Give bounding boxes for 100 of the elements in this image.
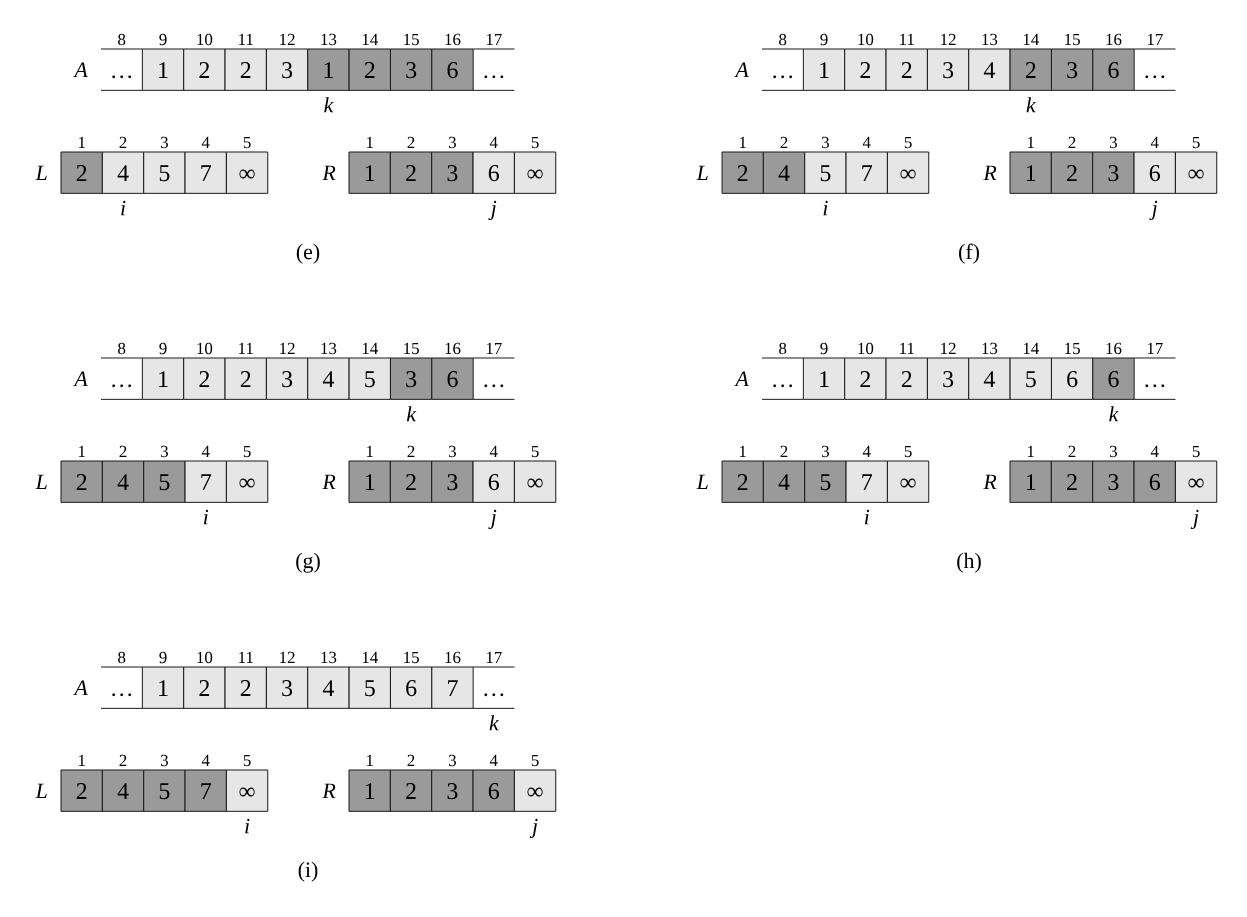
array-cell: 2 bbox=[885, 357, 928, 400]
array-cell: ∞ bbox=[513, 769, 557, 812]
array-cell: … bbox=[100, 357, 143, 400]
index-number: 12 bbox=[280, 33, 295, 45]
array-cell: 5 bbox=[348, 666, 391, 709]
array-cell: 2 bbox=[183, 357, 226, 400]
array-cell: 4 bbox=[307, 357, 350, 400]
array-cell: … bbox=[761, 48, 804, 91]
index-number: 3 bbox=[821, 136, 829, 149]
array-cell: 6 bbox=[1133, 460, 1176, 503]
index-number: 3 bbox=[160, 445, 168, 458]
index-number: 2 bbox=[780, 136, 788, 148]
pointer-label: j bbox=[488, 509, 497, 529]
array-name: A bbox=[73, 680, 88, 695]
array-cell: 2 bbox=[389, 769, 433, 812]
array-cell: 3 bbox=[265, 666, 309, 709]
index-number: 11 bbox=[239, 651, 253, 663]
array-name: A bbox=[73, 62, 88, 77]
index-number: 1 bbox=[366, 754, 373, 766]
index-number: 1 bbox=[78, 445, 85, 457]
array-cell: 6 bbox=[1092, 48, 1135, 91]
array-cell: … bbox=[472, 666, 515, 709]
array-name: A bbox=[734, 371, 749, 386]
index-number: 5 bbox=[1192, 445, 1200, 458]
index-number: 5 bbox=[531, 136, 539, 149]
array-name: L bbox=[696, 165, 708, 180]
array-cell: 1 bbox=[1009, 460, 1052, 503]
index-number: 9 bbox=[159, 33, 167, 46]
array-cell: ∞ bbox=[886, 151, 930, 194]
array-cell: 6 bbox=[472, 151, 515, 194]
index-number: 2 bbox=[119, 754, 127, 766]
array-name: L bbox=[696, 474, 708, 489]
array-cell: 3 bbox=[265, 48, 309, 91]
index-number: 4 bbox=[201, 445, 210, 457]
array-cell: 4 bbox=[762, 460, 806, 503]
array-cell: 2 bbox=[721, 151, 764, 194]
index-number: 4 bbox=[862, 445, 871, 457]
index-number: 14 bbox=[1023, 342, 1039, 354]
array-cell: 2 bbox=[885, 48, 928, 91]
index-number: 5 bbox=[531, 754, 539, 767]
panel-caption: (g) bbox=[296, 552, 320, 573]
array-cell: 5 bbox=[804, 151, 847, 194]
index-number: 13 bbox=[321, 342, 337, 355]
pointer-label: k bbox=[324, 97, 334, 113]
index-number: 3 bbox=[1109, 136, 1117, 149]
pointer-label: i bbox=[823, 200, 828, 216]
index-number: 16 bbox=[1106, 342, 1122, 355]
index-number: 8 bbox=[118, 33, 126, 46]
index-number: 8 bbox=[779, 33, 787, 46]
array-cell: 2 bbox=[183, 48, 226, 91]
array-cell: 6 bbox=[472, 769, 515, 812]
array-cell: 1 bbox=[141, 48, 185, 91]
pointer-label: k bbox=[406, 406, 417, 422]
array-cell: 2 bbox=[1009, 48, 1052, 91]
index-number: 4 bbox=[1150, 136, 1159, 148]
array-cell: 5 bbox=[348, 357, 391, 400]
index-number: 2 bbox=[407, 136, 415, 148]
index-number: 9 bbox=[820, 342, 828, 355]
array-cell: … bbox=[1133, 48, 1176, 91]
index-number: 9 bbox=[159, 342, 167, 355]
array-name: R bbox=[322, 474, 336, 489]
array-cell: 2 bbox=[348, 48, 391, 91]
index-number: 4 bbox=[489, 754, 498, 766]
index-number: 3 bbox=[1109, 445, 1117, 458]
array-cell: 7 bbox=[845, 460, 888, 503]
pointer-label: i bbox=[203, 509, 209, 525]
array-cell: 2 bbox=[389, 460, 433, 503]
array-name: L bbox=[35, 783, 47, 798]
index-number: 15 bbox=[404, 342, 419, 355]
index-number: 15 bbox=[1065, 33, 1080, 46]
index-number: 1 bbox=[1027, 136, 1034, 148]
index-number: 3 bbox=[160, 754, 168, 767]
array-cell: 3 bbox=[926, 357, 970, 400]
array-cell: 1 bbox=[307, 48, 350, 91]
index-number: 4 bbox=[1150, 445, 1159, 457]
index-number: 17 bbox=[1147, 342, 1163, 354]
index-number: 16 bbox=[1106, 33, 1122, 46]
index-number: 11 bbox=[900, 342, 914, 354]
array-cell: 7 bbox=[184, 460, 227, 503]
index-number: 1 bbox=[1027, 445, 1034, 457]
index-number: 1 bbox=[739, 136, 746, 148]
index-number: 2 bbox=[1068, 136, 1076, 148]
index-number: 16 bbox=[445, 651, 461, 664]
array-cell: 1 bbox=[141, 666, 185, 709]
index-number: 15 bbox=[404, 33, 419, 46]
array-cell: ∞ bbox=[1174, 460, 1218, 503]
array-cell: 5 bbox=[804, 460, 847, 503]
index-number: 5 bbox=[243, 754, 251, 767]
array-cell: 5 bbox=[143, 151, 186, 194]
index-number: 5 bbox=[904, 136, 912, 149]
index-number: 8 bbox=[779, 342, 787, 355]
array-cell: 2 bbox=[844, 357, 887, 400]
array-cell: … bbox=[100, 48, 143, 91]
array-name: L bbox=[35, 165, 47, 180]
pointer-label: i bbox=[864, 509, 870, 525]
array-cell: ∞ bbox=[225, 460, 269, 503]
array-cell: 3 bbox=[431, 769, 474, 812]
index-number: 5 bbox=[243, 136, 251, 149]
index-number: 14 bbox=[362, 651, 378, 663]
index-number: 10 bbox=[858, 33, 874, 46]
